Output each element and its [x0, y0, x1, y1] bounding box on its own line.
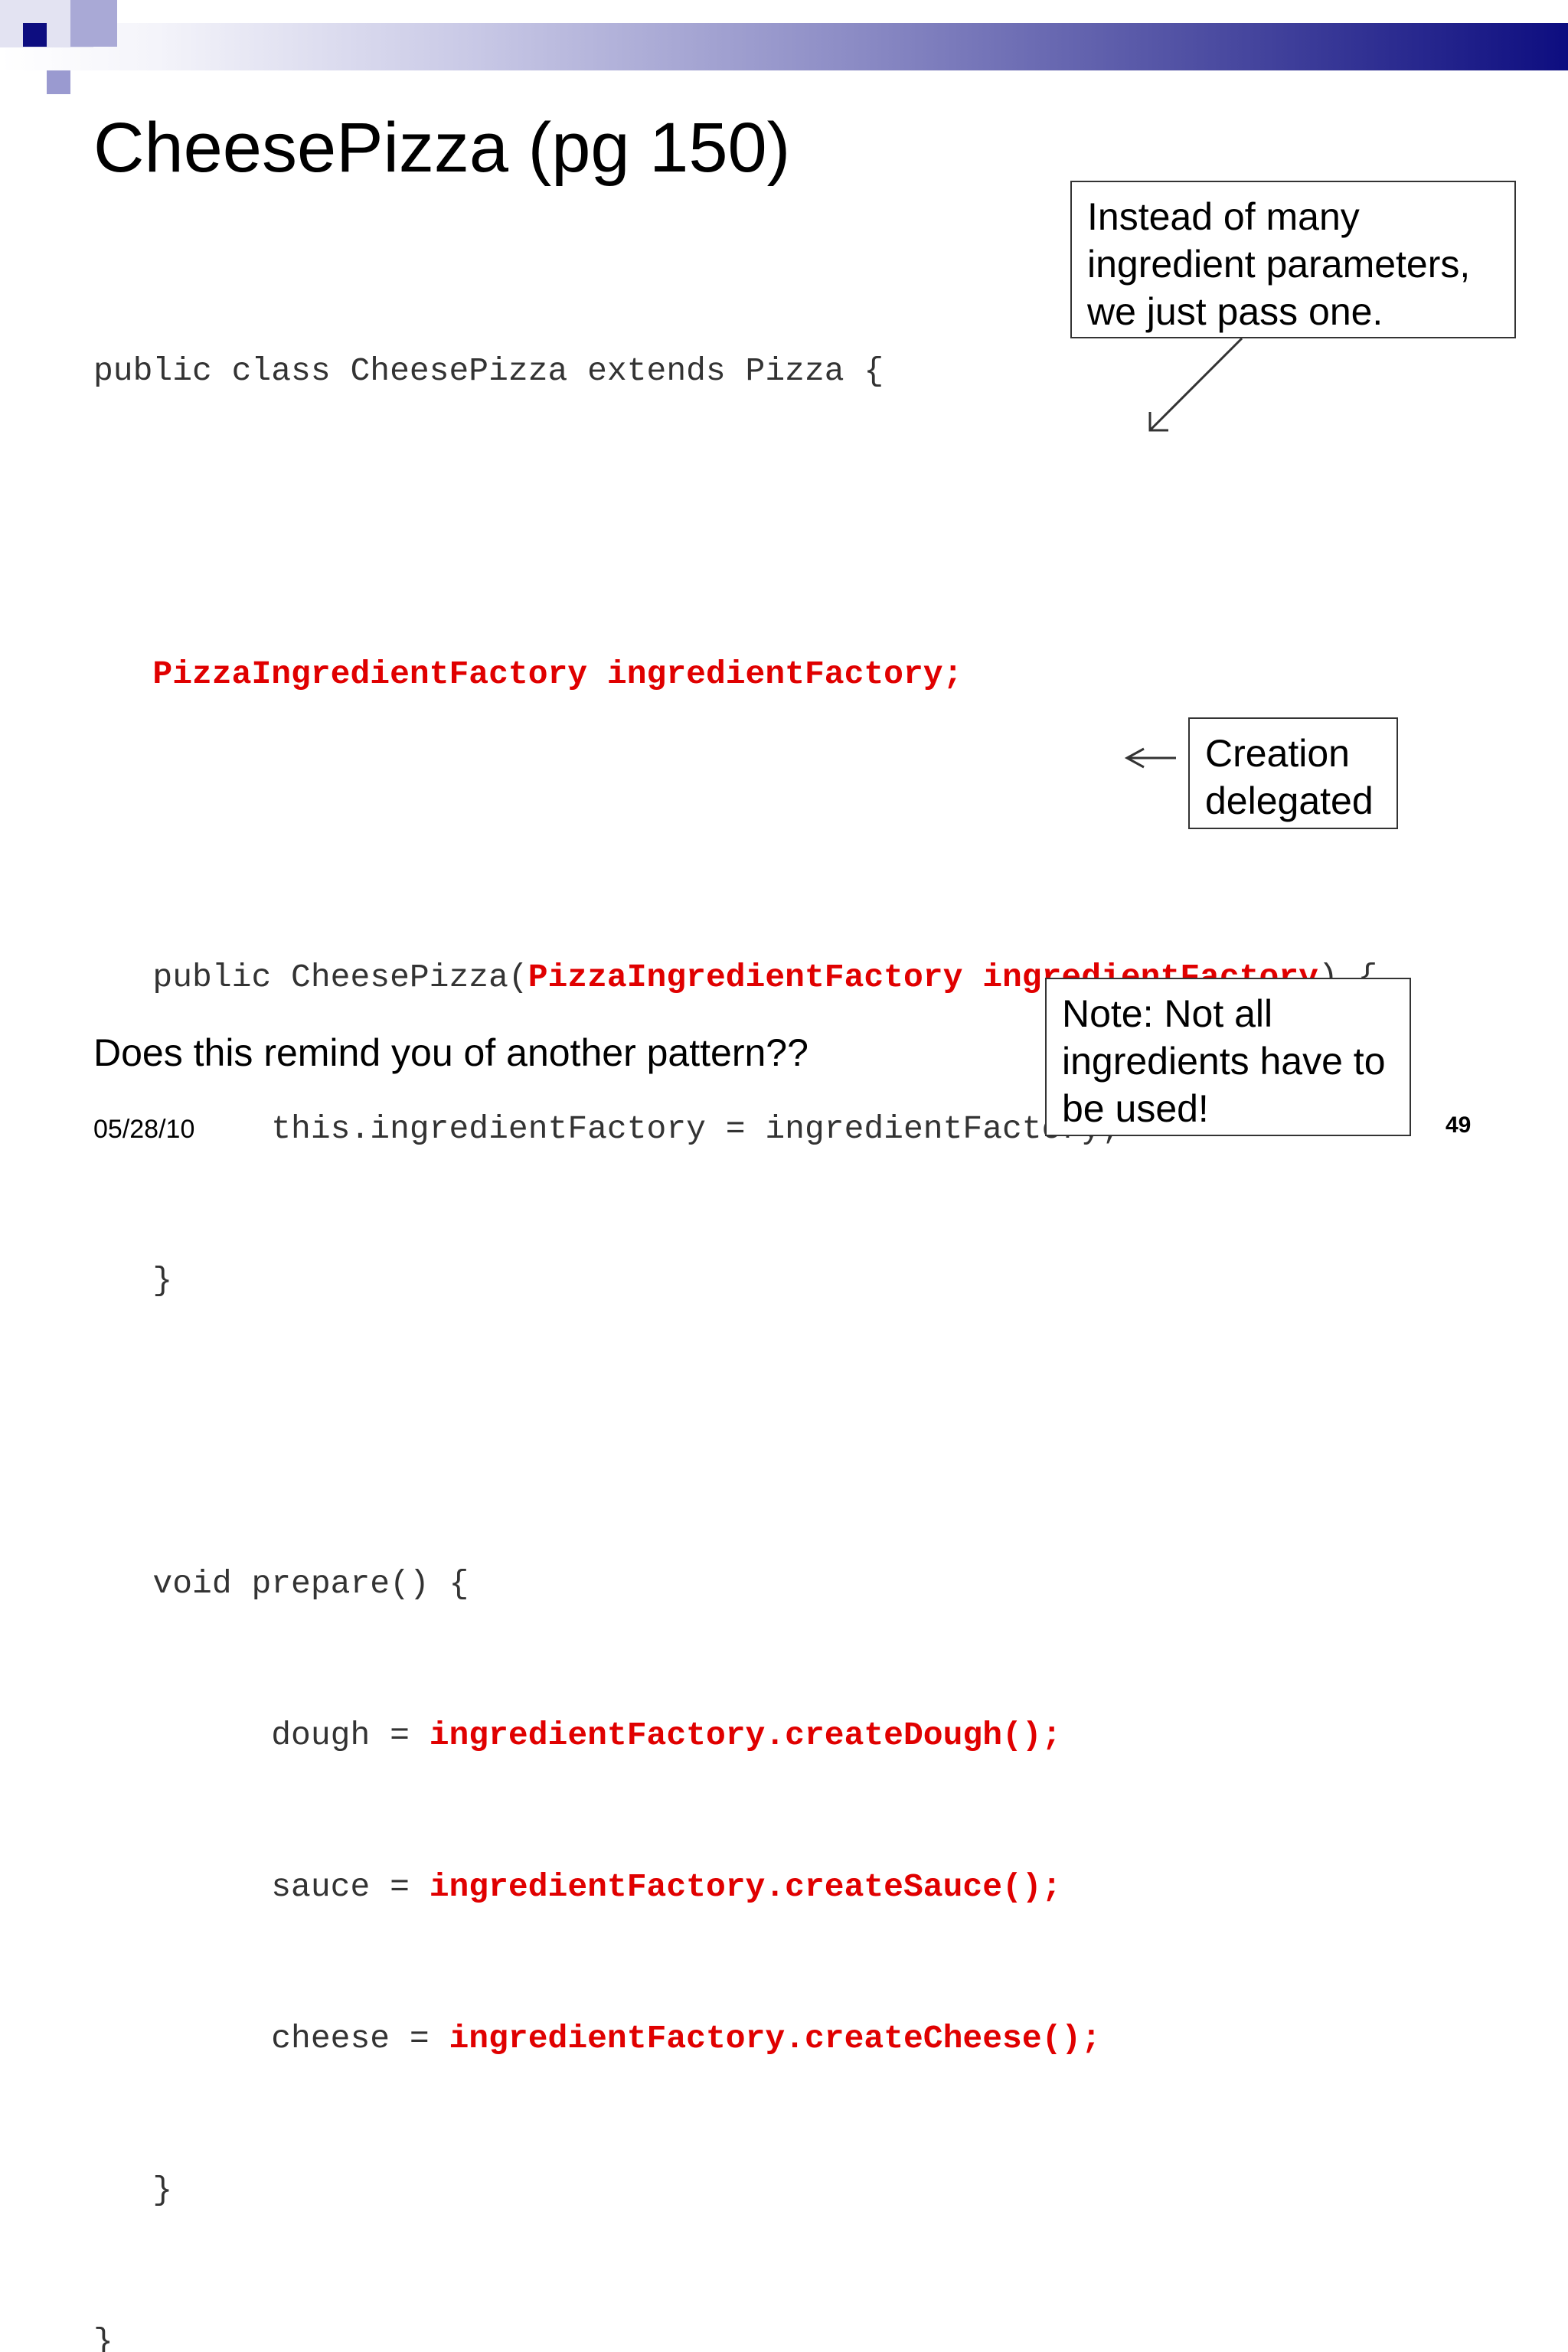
header-square-mid — [70, 0, 117, 47]
code-method-close-line: } — [93, 2165, 1377, 2216]
code-ctor-close-line: } — [93, 1256, 1377, 1306]
code-dough-line: dough = ingredientFactory.createDough(); — [93, 1710, 1377, 1761]
code-cheese-line: cheese = ingredientFactory.createCheese(… — [93, 2014, 1377, 2064]
code-field: PizzaIngredientFactory ingredientFactory… — [152, 655, 963, 693]
code-dough-call: ingredientFactory.createDough(); — [429, 1717, 1062, 1754]
code-class-declaration: public class CheesePizza extends Pizza { — [93, 352, 884, 390]
header-gradient-bar — [0, 23, 1568, 70]
arrows-layer — [1124, 337, 1243, 769]
footer-date: 05/28/10 — [93, 1115, 195, 1144]
code-ctor-prefix: public CheesePizza( — [152, 959, 528, 996]
code-cheese-prefix: cheese = — [271, 2020, 449, 2057]
page-number: 49 — [1446, 1112, 1472, 1138]
code-field-line: PizzaIngredientFactory ingredientFactory… — [93, 649, 1377, 700]
code-sauce-line: sauce = ingredientFactory.createSauce(); — [93, 1862, 1377, 1913]
callout-note: Note: Not all ingredients have to be use… — [1045, 978, 1411, 1136]
code-close-brace: } — [152, 2171, 173, 2209]
code-class-close-line: } — [93, 2317, 1377, 2352]
code-method-decl: void prepare() { — [152, 1565, 469, 1602]
code-sauce-call: ingredientFactory.createSauce(); — [429, 1868, 1062, 1906]
slide-title: CheesePizza (pg 150) — [93, 109, 791, 187]
code-close-brace: } — [152, 1262, 173, 1299]
header-square-small — [47, 70, 70, 94]
code-sauce-prefix: sauce = — [271, 1868, 430, 1906]
code-method-line: void prepare() { — [93, 1559, 1377, 1609]
arrow-to-creation-calls — [1124, 747, 1176, 769]
header-square-dark — [23, 23, 47, 47]
callout-creation-delegated: Creation delegated — [1188, 717, 1398, 829]
code-close-brace: } — [93, 2323, 113, 2352]
callout-parameters: Instead of many ingredient parameters, w… — [1070, 181, 1516, 338]
code-dough-prefix: dough = — [271, 1717, 430, 1754]
question-text: Does this remind you of another pattern?… — [93, 1031, 808, 1074]
code-cheese-call: ingredientFactory.createCheese(); — [449, 2020, 1102, 2057]
arrow-to-parameter — [1148, 337, 1243, 432]
